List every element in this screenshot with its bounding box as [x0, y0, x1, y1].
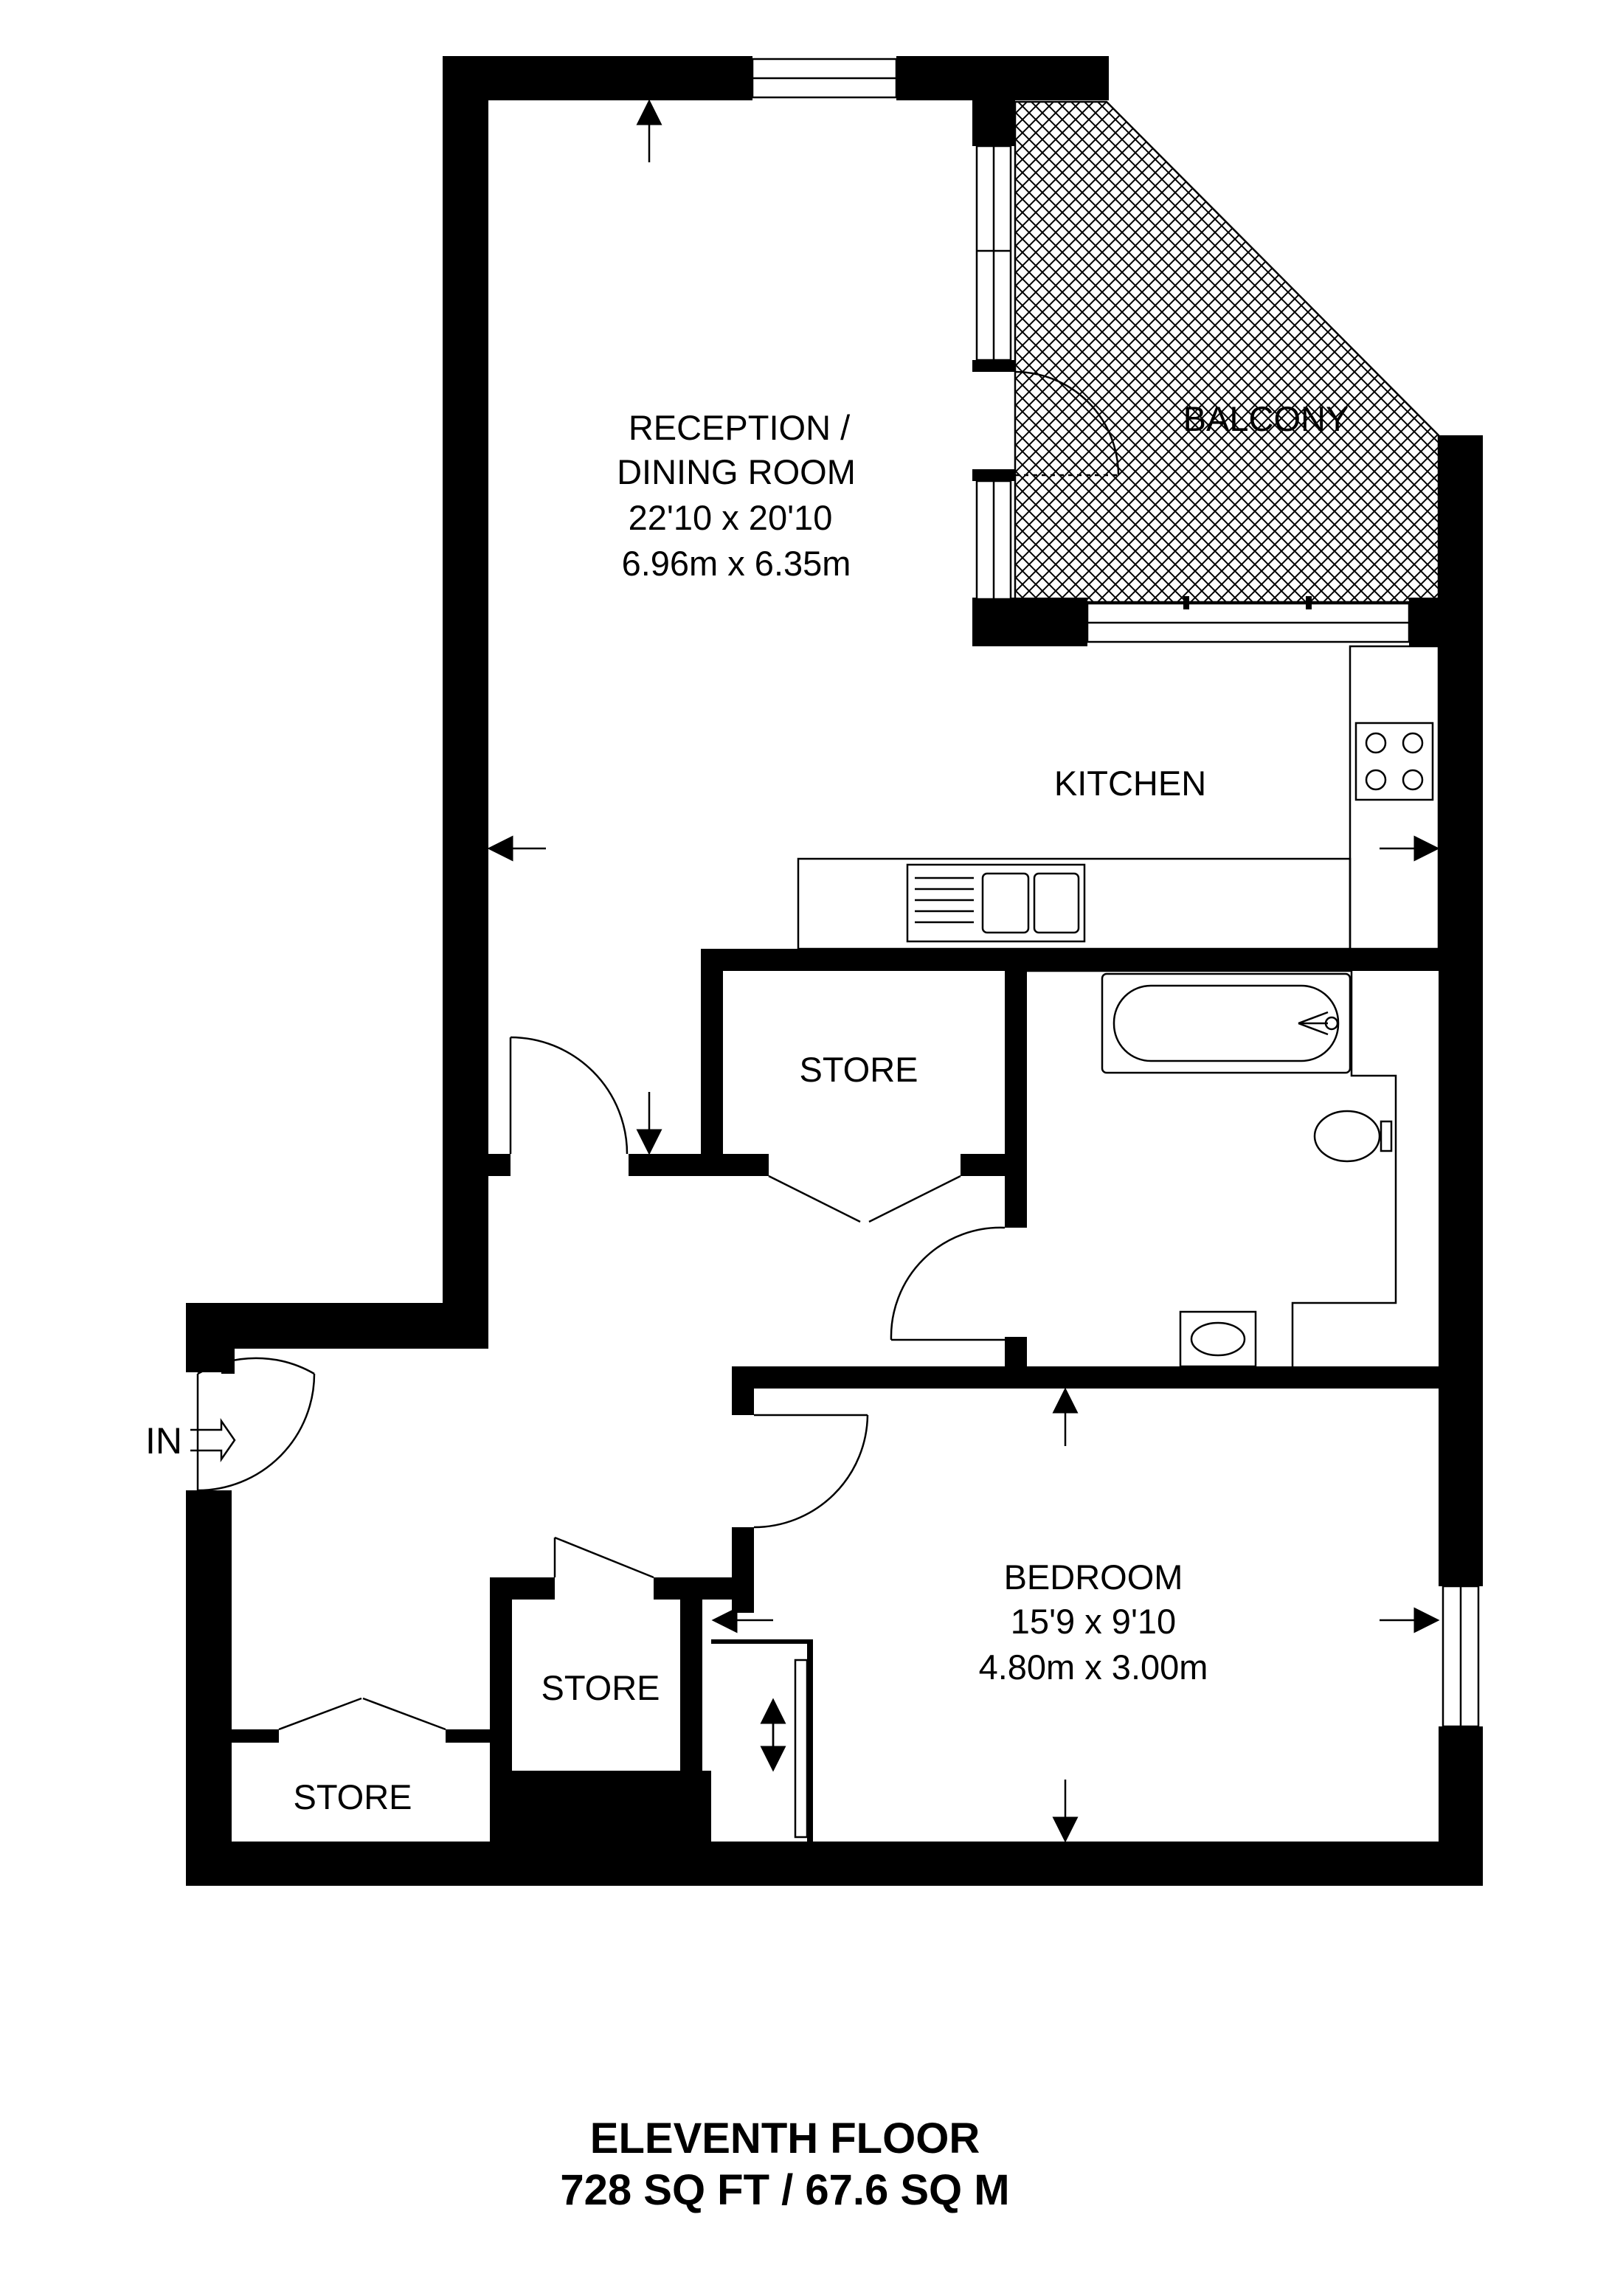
area-caption: 728 SQ FT / 67.6 SQ M	[560, 2166, 1009, 2214]
bath-icon	[1101, 972, 1352, 1074]
balcony-name: BALCONY	[1183, 399, 1349, 438]
basin-icon	[1179, 1310, 1257, 1368]
bedroom-size-metric: 4.80m x 3.00m	[979, 1647, 1208, 1687]
wardrobe-sliding-doors	[794, 1659, 809, 1839]
store-middle-name: STORE	[541, 1668, 660, 1707]
balcony-door-swing	[1014, 370, 1120, 476]
reception-size-imperial: 22'10 x 20'10	[629, 498, 833, 537]
store-top-name: STORE	[799, 1050, 918, 1089]
entrance-label: IN	[145, 1420, 182, 1462]
hob-icon	[1354, 722, 1434, 801]
interior-walls	[232, 949, 1439, 1842]
dimension-arrows	[190, 99, 1440, 1843]
floor-caption: ELEVENTH FLOOR	[590, 2115, 980, 2162]
doors	[196, 1036, 1006, 1731]
bedroom-size-imperial: 15'9 x 9'10	[1011, 1602, 1176, 1641]
bedroom-name: BEDROOM	[1004, 1557, 1183, 1597]
kitchen-name: KITCHEN	[1054, 764, 1206, 803]
reception-name-line1: RECEPTION /	[629, 408, 851, 447]
balcony-area	[1014, 100, 1440, 604]
entrance-arrow-icon	[190, 1417, 236, 1463]
toilet-icon	[1313, 1110, 1393, 1163]
sink-icon	[906, 863, 1086, 943]
store-bottom-name: STORE	[293, 1777, 412, 1816]
kitchen-units	[797, 645, 1440, 950]
exterior-walls	[186, 56, 1483, 1886]
bathroom-fixtures	[1027, 969, 1397, 1368]
reception-size-metric: 6.96m x 6.35m	[622, 544, 851, 583]
reception-name-line2: DINING ROOM	[617, 452, 856, 491]
